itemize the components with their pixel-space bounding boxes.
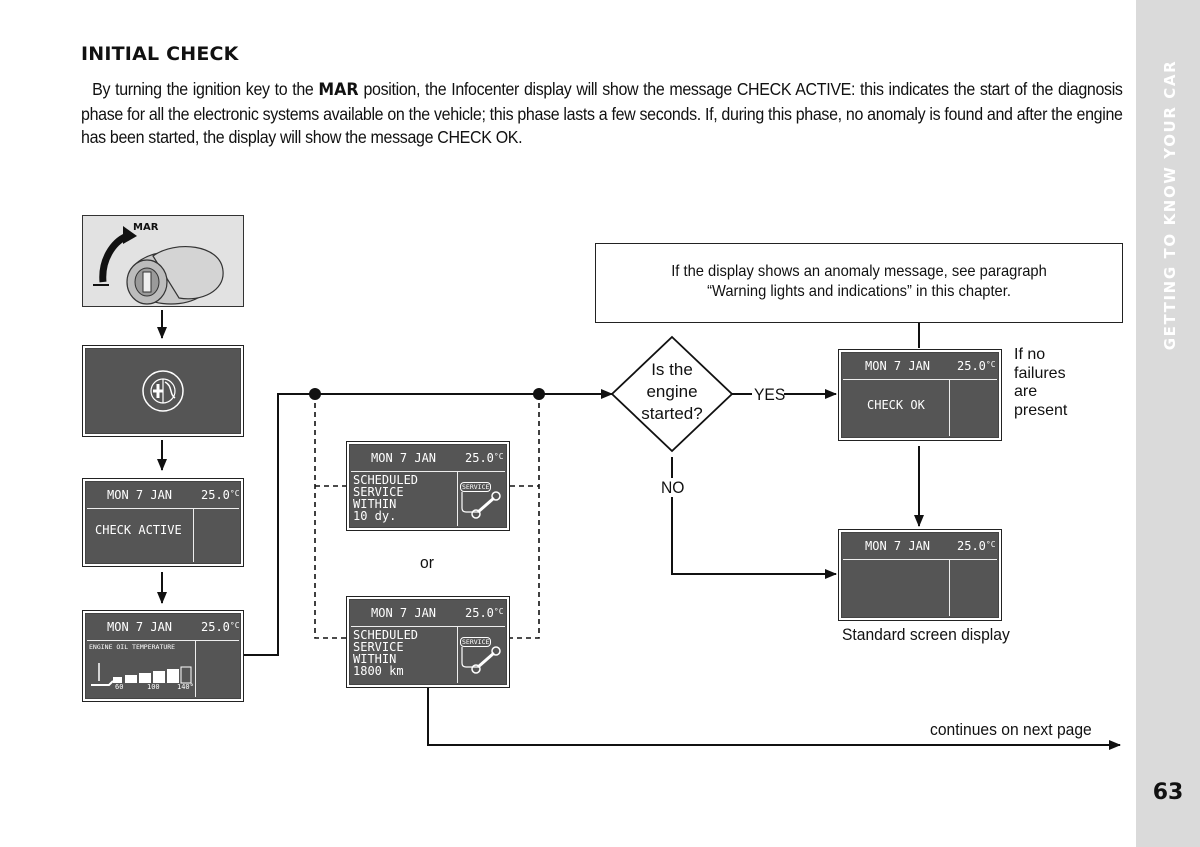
check-ok-message: CHECK OK <box>867 398 925 412</box>
display-header: MON 7 JAN 25.0°C <box>843 534 997 560</box>
service-wrench-icon: SERVICE <box>460 637 504 677</box>
display-message-area: CHECK OK <box>843 380 950 436</box>
service-line: SCHEDULED <box>353 628 419 642</box>
note-line: If no <box>1014 346 1046 363</box>
ignition-key-icon: MAR <box>93 222 224 305</box>
display-header: MON 7 JAN 25.0°C <box>843 354 997 380</box>
question-line: Is the <box>651 360 693 379</box>
service-days-display: MON 7 JAN 25.0°C SCHEDULED SERVICE WITHI… <box>346 441 510 531</box>
arrow-no-to-standard <box>671 497 837 579</box>
display-temperature: 25.0°C <box>201 620 240 634</box>
display-header: MON 7 JAN 25.0°C <box>87 615 240 641</box>
service-icon-label: SERVICE <box>460 482 492 492</box>
intro-bold-mar: MAR <box>318 80 359 100</box>
display-date: MON 7 JAN <box>371 451 437 465</box>
question-line: engine <box>646 382 698 401</box>
warning-line-1: If the display shows an anomaly message,… <box>671 263 1047 280</box>
junction-dot-left <box>309 388 321 400</box>
display-date: MON 7 JAN <box>107 620 173 634</box>
display-message-area: CHECK ACTIVE <box>87 509 194 562</box>
display-message-area <box>843 560 950 616</box>
service-line: 10 dy. <box>353 509 397 523</box>
standard-display: MON 7 JAN 25.0°C <box>838 529 1002 621</box>
no-failures-note: If no failures are present <box>1014 346 1067 420</box>
display-header: MON 7 JAN 25.0°C <box>351 601 505 627</box>
continues-label: continues on next page <box>930 720 1092 739</box>
ignition-key-illustration: MAR <box>82 215 244 307</box>
service-wrench-icon: SERVICE <box>460 482 504 522</box>
warning-note-text: If the display shows an anomaly message,… <box>617 262 1101 302</box>
check-active-display: MON 7 JAN 25.0°C CHECK ACTIVE <box>82 478 244 567</box>
yes-label: YES <box>754 385 786 404</box>
standard-screen-caption: Standard screen display <box>842 625 1010 644</box>
display-temperature: 25.0°C <box>957 539 996 553</box>
oil-gauge-title: ENGINE OIL TEMPERATURE <box>89 643 176 651</box>
note-line: present <box>1014 401 1068 419</box>
decision-diamond <box>610 335 734 453</box>
oil-gauge-icon <box>91 663 192 686</box>
intro-paragraph: By turning the ignition key to the MAR p… <box>81 78 1123 150</box>
display-date: MON 7 JAN <box>865 359 931 373</box>
intro-text-after: position, the Infocenter display will sh… <box>81 79 1123 147</box>
arrow-continues <box>427 688 1121 750</box>
service-line: WITHIN <box>353 497 397 511</box>
arrow-to-decision <box>244 389 613 656</box>
service-line: 1800 km <box>353 664 404 678</box>
oil-scale-140: 140° <box>177 683 194 691</box>
logo-display <box>82 345 244 437</box>
display-date: MON 7 JAN <box>371 606 437 620</box>
display-date: MON 7 JAN <box>107 488 173 502</box>
oil-scale-100: 100 <box>147 683 160 691</box>
display-temperature: 25.0°C <box>957 359 996 373</box>
service-message: SCHEDULED SERVICE WITHIN 10 dy. <box>351 472 458 526</box>
display-header: MON 7 JAN 25.0°C <box>87 483 240 509</box>
service-km-display: MON 7 JAN 25.0°C SCHEDULED SERVICE WITHI… <box>346 596 510 688</box>
display-temperature: 25.0°C <box>465 606 504 620</box>
check-active-message: CHECK ACTIVE <box>95 523 182 537</box>
service-line: SCHEDULED <box>353 473 419 487</box>
page-number: 63 <box>1152 780 1184 805</box>
or-label: or <box>420 553 434 572</box>
junction-dot-right <box>533 388 545 400</box>
warning-note-box: If the display shows an anomaly message,… <box>595 243 1123 323</box>
service-icon-label: SERVICE <box>460 637 492 647</box>
service-message: SCHEDULED SERVICE WITHIN 1800 km <box>351 627 458 683</box>
oil-scale-60: 60 <box>115 683 124 691</box>
oil-gauge-area: ENGINE OIL TEMPERATURE 60 100 140° <box>87 641 196 697</box>
display-temperature: 25.0°C <box>201 488 240 502</box>
warning-line-2: “Warning lights and indications” in this… <box>707 283 1011 300</box>
question-line: started? <box>641 404 703 423</box>
intro-text-before: By turning the ignition key to the <box>92 79 319 99</box>
chapter-side-tab <box>1136 0 1200 847</box>
no-label: NO <box>661 478 685 497</box>
display-header: MON 7 JAN 25.0°C <box>351 446 505 472</box>
alfa-romeo-logo-icon <box>142 370 184 412</box>
note-line: are <box>1014 383 1038 400</box>
oil-temperature-display: MON 7 JAN 25.0°C ENGINE OIL TEMPERATURE … <box>82 610 244 702</box>
key-label-mar: MAR <box>133 222 159 233</box>
service-line: SERVICE <box>353 640 404 654</box>
decision-question: Is the engine started? <box>622 359 722 425</box>
display-date: MON 7 JAN <box>865 539 931 553</box>
service-line: SERVICE <box>353 485 404 499</box>
check-ok-display: MON 7 JAN 25.0°C CHECK OK <box>838 349 1002 441</box>
service-line: WITHIN <box>353 652 397 666</box>
section-heading: INITIAL CHECK <box>81 43 239 65</box>
display-temperature: 25.0°C <box>465 451 504 465</box>
note-line: failures <box>1014 364 1066 382</box>
